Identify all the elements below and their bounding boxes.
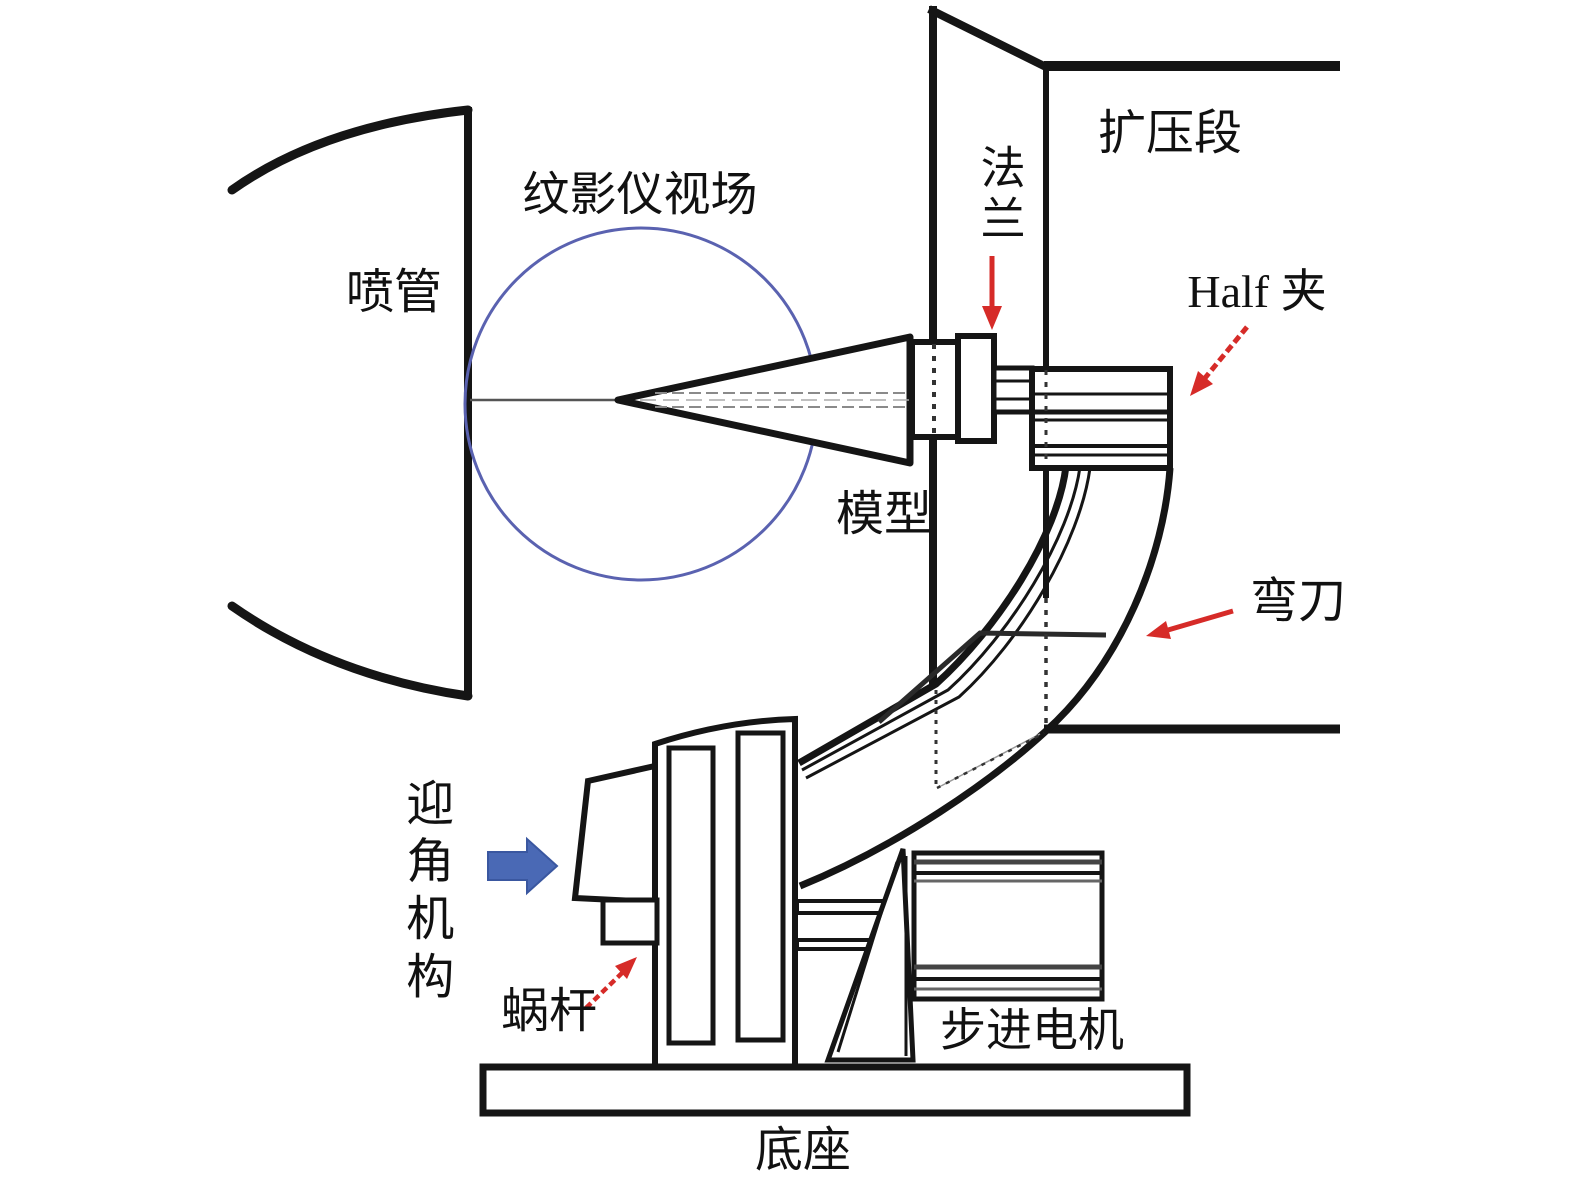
- right-ledge-lower: [795, 938, 875, 951]
- label-stepper-motor: 步进电机: [940, 1004, 1124, 1056]
- worm-arrow-line: [584, 971, 624, 1010]
- label-flange: 法兰: [973, 143, 1024, 247]
- worm-lower-block: [600, 897, 660, 946]
- column-slot-right: [735, 730, 786, 1043]
- sting-neck: [991, 365, 1035, 415]
- nozzle-drawing: [227, 105, 473, 701]
- worm-arrow-head: [615, 957, 637, 979]
- label-half-clamp: Half 夹: [1187, 265, 1327, 317]
- sector-arrow-head: [1146, 621, 1171, 639]
- label-aoa-mechanism: 迎角机构: [398, 777, 452, 1009]
- sector-plate-top-edge: [877, 630, 1107, 724]
- annotation-arrows: [584, 256, 1249, 1010]
- worm-gear-housing: [571, 762, 658, 906]
- model-assembly: [614, 333, 1173, 471]
- flange-plate: [955, 333, 997, 444]
- sector-rack-line-2: [805, 467, 1092, 780]
- sector-rack-line-1: [801, 466, 1082, 772]
- motor-body: [911, 850, 1105, 1002]
- stepper-motor-drawing: [911, 850, 1105, 1002]
- nozzle-lower-arc: [227, 601, 473, 701]
- label-diffuser: 扩压段: [1097, 106, 1243, 160]
- right-ledge-upper: [795, 899, 887, 915]
- label-schlieren-fov: 纹影仪视场: [522, 169, 758, 222]
- label-sector-arm: 弯刀: [1249, 574, 1347, 628]
- half-clamp-arrow-head: [1190, 371, 1213, 396]
- base-plate: [479, 1063, 1191, 1117]
- wall-slant-top: [927, 5, 1050, 72]
- column-slot-left: [666, 745, 716, 1046]
- aoa-column-drawing: [571, 715, 916, 1070]
- sector-inner-curve: [797, 465, 1070, 767]
- half-clamp-arrow-line: [1203, 325, 1249, 380]
- aoa-drive-arrow: [487, 836, 559, 896]
- label-base: 底座: [754, 1123, 852, 1177]
- flange-arrow-head: [982, 306, 1002, 330]
- tunnel-walls: [927, 5, 1340, 734]
- sector-arrow-line: [1167, 608, 1234, 633]
- label-nozzle: 喷管: [345, 265, 443, 319]
- nozzle-upper-arc: [227, 105, 473, 195]
- model-base-block: [909, 339, 965, 440]
- brace-triangle: [824, 848, 916, 1063]
- brace-inner-line: [836, 861, 899, 1053]
- label-model: 模型: [835, 487, 933, 541]
- sector-outer-curve: [798, 467, 1174, 890]
- plate-hidden-bottom-edge: [936, 731, 1045, 790]
- hidden-dashed-lines: [932, 344, 1048, 790]
- label-worm: 蜗杆: [500, 984, 598, 1038]
